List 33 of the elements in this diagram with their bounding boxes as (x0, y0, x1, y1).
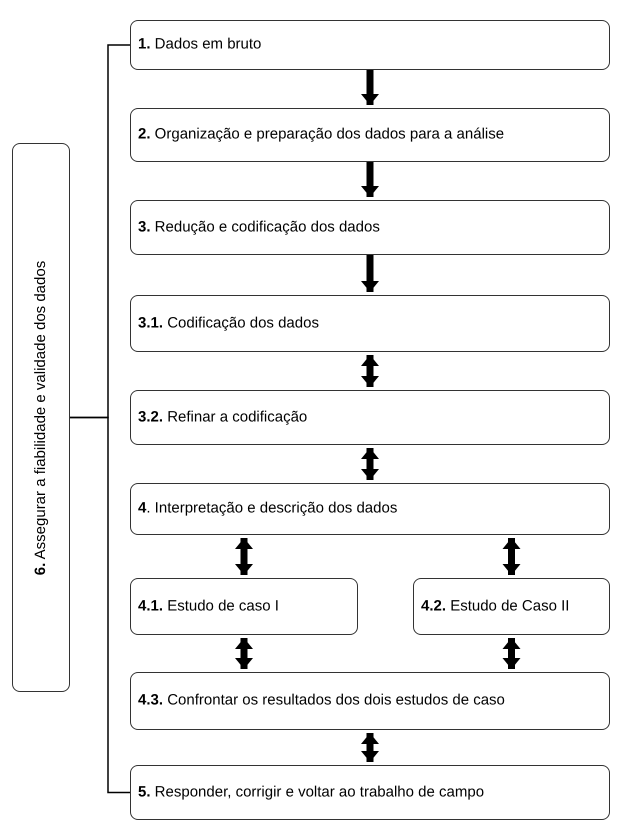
block-arrow (361, 162, 379, 197)
box-text: 2. Organização e preparação dos dados para a análise (138, 126, 504, 144)
process-box (12, 143, 70, 692)
process-box (130, 108, 610, 162)
process-box (130, 578, 358, 635)
process-box (130, 672, 610, 730)
process-box (130, 390, 610, 445)
block-arrow (502, 538, 520, 575)
box-text: 4.3. Confrontar os resultados dos dois estudos de caso (138, 692, 505, 710)
box-text: 6. Assegurar a fiabilidade e validade dos dados (30, 260, 50, 575)
box-text: 5. Responder, corrigir e voltar ao trabalho de campo (138, 783, 484, 802)
process-box (413, 578, 610, 635)
block-arrow (361, 448, 379, 480)
box-text: 4. Interpretação e descrição dos dados (138, 500, 398, 518)
block-arrow (361, 355, 379, 387)
process-box (130, 295, 610, 352)
block-arrow (235, 638, 253, 669)
box-text: 4.2. Estudo de Caso II (421, 597, 570, 616)
box-text: 3. Redução e codificação dos dados (138, 218, 380, 237)
process-box (130, 765, 610, 820)
block-arrow (235, 538, 253, 575)
process-box (130, 20, 610, 70)
box-text: 1. Dados em bruto (138, 36, 262, 54)
process-box (130, 200, 610, 255)
box-text: 3.1. Codificação dos dados (138, 314, 319, 333)
process-box (130, 483, 610, 535)
box-text: 3.2. Refinar a codificação (138, 408, 308, 427)
block-arrow (502, 638, 520, 669)
block-arrow (361, 70, 379, 105)
block-arrow (361, 255, 379, 292)
box-text: 4.1. Estudo de caso I (138, 597, 279, 616)
block-arrow (361, 733, 379, 762)
bracket-line (70, 416, 130, 794)
